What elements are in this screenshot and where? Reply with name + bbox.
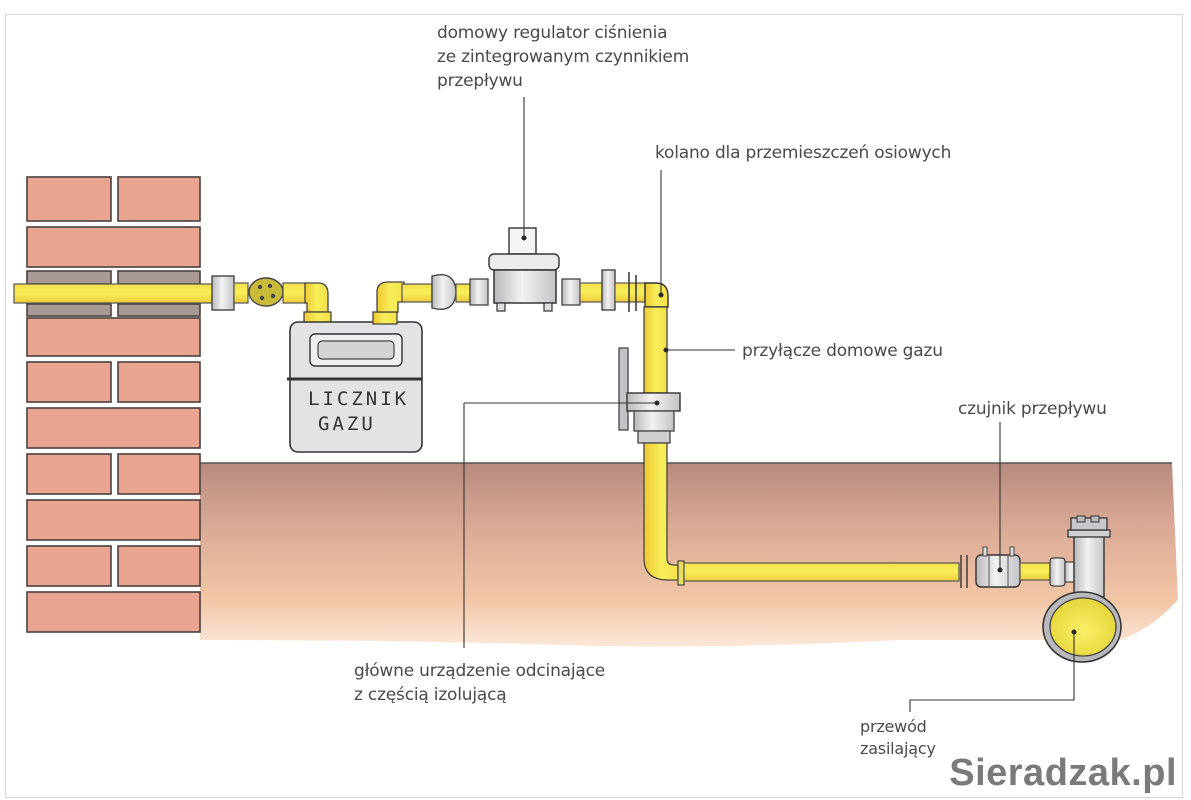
- label-house-gas-connection: przyłącze domowe gazu: [742, 341, 943, 361]
- connection-pipe: [579, 269, 646, 312]
- label-pressure-regulator: domowy regulator ciśnienia ze zintegrowa…: [437, 23, 690, 91]
- leader-lines: [463, 97, 1077, 712]
- meter-label-line1: LICZNIK: [308, 388, 409, 410]
- label-supply-line: przewód zasilający: [860, 717, 936, 758]
- meter-outlet-pipe: [372, 274, 471, 325]
- label-main-shutoff: główne urządzenie odcinające z częścią i…: [354, 661, 606, 705]
- underground-pipe: [643, 442, 968, 588]
- inlet-pipe: [13, 275, 332, 325]
- watermark: Sieradzak.pl: [949, 752, 1177, 794]
- valve-icon: [248, 277, 284, 307]
- ground: [200, 462, 1178, 647]
- supply-line-tee: [1042, 515, 1122, 663]
- meter-label-line2: GAZU: [318, 413, 376, 435]
- brick-wall: [26, 176, 201, 633]
- leader-supply-line: [909, 632, 1075, 712]
- diagram-frame: [5, 14, 1183, 798]
- axial-elbow: [644, 282, 669, 308]
- label-flow-sensor: czujnik przepływu: [958, 399, 1107, 419]
- label-axial-elbow: kolano dla przemieszczeń osiowych: [655, 143, 952, 163]
- gas-meter: LICZNIK GAZU: [287, 321, 423, 453]
- pressure-regulator: [469, 227, 581, 312]
- main-shutoff-device: [618, 347, 681, 444]
